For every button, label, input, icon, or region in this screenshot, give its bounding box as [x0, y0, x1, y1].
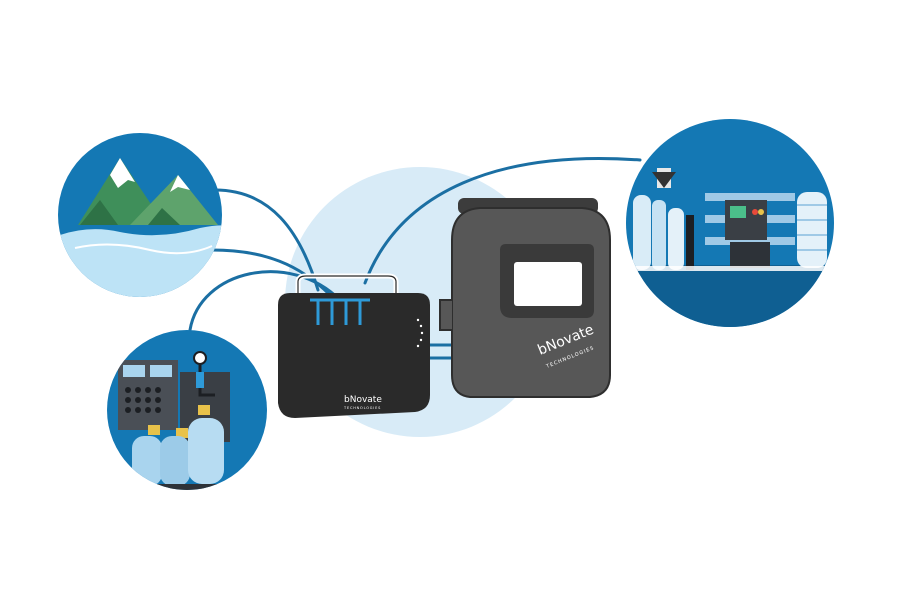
- connection-lines: [188, 157, 642, 360]
- sensor-sub-label: TECHNOLOGIES: [343, 406, 381, 410]
- analyzer-device: bNovate TECHNOLOGIES: [439, 198, 611, 398]
- connection-line-tanks: [188, 270, 342, 332]
- connection-line-mountain-1: [213, 188, 320, 292]
- sensor-tubes: [310, 298, 370, 325]
- industrial-tanks-icon: [107, 330, 267, 490]
- sensor-device: bNovate TECHNOLOGIES: [278, 273, 430, 418]
- sensor-brand-label: bNovate: [344, 395, 382, 405]
- mountain-lake-icon: [58, 133, 222, 297]
- treatment-plant-icon: [626, 119, 834, 327]
- connection-line-plant: [363, 157, 642, 285]
- analyzer-screen: [514, 262, 582, 306]
- sensor-vent-dots: [416, 318, 424, 348]
